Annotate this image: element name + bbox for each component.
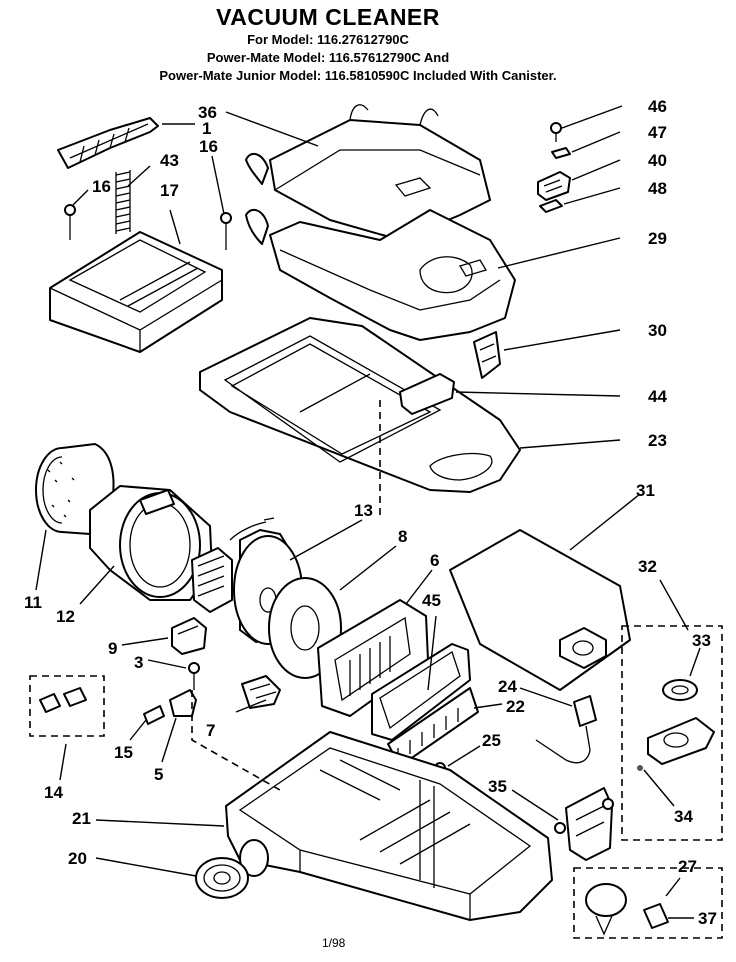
connector-part — [535, 695, 597, 764]
part-label-13: 13 — [354, 501, 373, 520]
part-label-21: 21 — [72, 809, 91, 828]
screw-part — [64, 204, 76, 240]
handle-grip-part — [57, 117, 159, 169]
page-title: VACUUM CLEANER — [216, 4, 440, 30]
part-label-23: 23 — [648, 431, 667, 450]
part-kit-box — [29, 675, 105, 737]
base-tray-part — [199, 317, 521, 493]
part-label-27: 27 — [678, 857, 697, 876]
spring-part — [115, 170, 131, 234]
screw-part — [220, 212, 232, 250]
canister-base-part — [225, 731, 553, 921]
switch-part — [171, 617, 207, 655]
part-label-44: 44 — [648, 387, 667, 406]
cover-body-part — [245, 208, 516, 341]
caster-kit-box — [573, 867, 723, 939]
screw-part — [188, 662, 200, 690]
part-label-30: 30 — [648, 321, 667, 340]
paper-bag-part — [449, 529, 631, 691]
model-line-2: Power-Mate Model: 116.57612790C And — [206, 50, 450, 65]
wire-bracket-part — [554, 787, 614, 861]
washer-part — [551, 147, 571, 159]
part-label-16: 16 — [92, 177, 111, 196]
part-label-11: 11 — [24, 593, 42, 612]
latch-part — [537, 171, 571, 201]
part-label-24: 24 — [498, 677, 517, 696]
motor-housing-part — [89, 485, 213, 601]
part-label-6: 6 — [430, 551, 439, 570]
page-footer-date: 1/98 — [322, 936, 346, 950]
part-label-43: 43 — [160, 151, 179, 170]
clip-part — [169, 689, 197, 717]
part-label-45: 45 — [422, 591, 441, 610]
model-line-1: For Model: 116.27612790C — [247, 32, 409, 47]
part-label-25: 25 — [482, 731, 501, 750]
part-label-15: 15 — [114, 743, 133, 762]
part-label-16: 16 — [199, 137, 218, 156]
part-label-37: 37 — [698, 909, 717, 928]
handle-housing-part — [49, 231, 223, 353]
bracket-part — [241, 675, 281, 709]
bag-adapter-kit-box — [621, 625, 723, 841]
part-label-31: 31 — [636, 481, 655, 500]
part-label-47: 47 — [648, 123, 667, 142]
part-label-3: 3 — [134, 653, 143, 672]
part-label-22: 22 — [506, 697, 525, 716]
part-label-5: 5 — [154, 765, 163, 784]
model-line-3: Power-Mate Junior Model: 116.5810590C In… — [159, 68, 557, 83]
part-label-46: 46 — [648, 97, 667, 116]
bag-filter-part — [371, 643, 479, 767]
part-label-34: 34 — [674, 807, 693, 826]
part-label-17: 17 — [160, 181, 179, 200]
wheel-part — [195, 857, 249, 899]
part-label-36: 36 — [198, 103, 217, 122]
pad-part — [539, 199, 563, 213]
part-label-8: 8 — [398, 527, 407, 546]
part-label-1: 1 — [202, 119, 211, 138]
part-label-29: 29 — [648, 229, 667, 248]
part-label-7: 7 — [206, 721, 215, 740]
small-screw-part — [550, 122, 562, 142]
part-label-33: 33 — [692, 631, 711, 650]
top-cover-part — [245, 104, 491, 241]
part-label-35: 35 — [488, 777, 507, 796]
clamp-part — [143, 705, 165, 725]
part-label-32: 32 — [638, 557, 657, 576]
part-label-12: 12 — [56, 607, 75, 626]
part-label-40: 40 — [648, 151, 667, 170]
part-label-48: 48 — [648, 179, 667, 198]
part-label-14: 14 — [44, 783, 63, 802]
part-label-20: 20 — [68, 849, 87, 868]
hinge-bracket-part — [473, 331, 501, 379]
part-label-9: 9 — [108, 639, 117, 658]
